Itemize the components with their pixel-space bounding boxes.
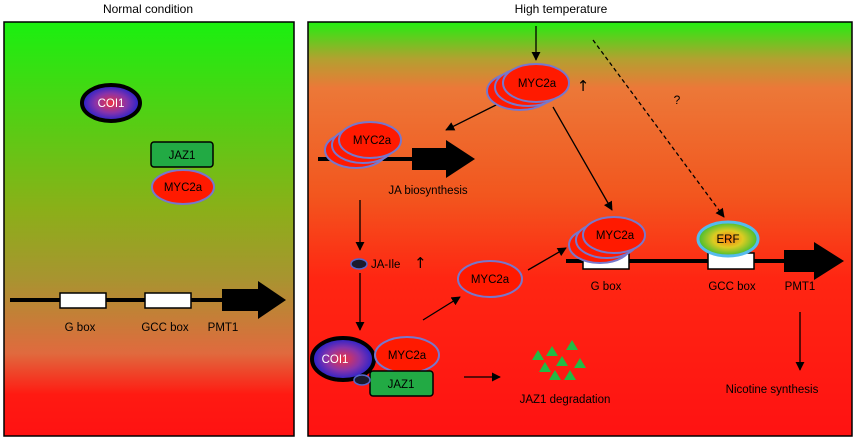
right-pmt1-label: PMT1 — [785, 281, 816, 293]
myc2a-top-label: MYC2a — [518, 78, 557, 90]
left-myc2a-label: MYC2a — [164, 182, 203, 194]
coi1-jaz1-myc2a-complex: COI1 MYC2a JAZ1 — [310, 336, 440, 397]
myc2a-top-stack: MYC2a — [486, 63, 570, 111]
erf-protein: ERF — [696, 220, 760, 258]
jaz1-degradation-label: JAZ1 degradation — [520, 394, 611, 406]
left-coi1-label: COI1 — [98, 98, 125, 110]
erf-label: ERF — [717, 234, 740, 246]
arrow-complex-to-myc2a — [422, 296, 461, 321]
left-pmt1-label: PMT1 — [208, 322, 239, 334]
right-coi1-protein — [310, 336, 376, 382]
myc2a-top-up-arrow: ↑ — [577, 77, 590, 95]
arrow-myc2a-to-gbox — [552, 106, 613, 211]
left-gccbox — [144, 292, 192, 309]
arrow-heat-to-erf-dashed — [592, 39, 725, 218]
jaz1-degradation-fragments — [532, 340, 586, 380]
ja-ile-molecule — [350, 258, 368, 270]
arrow-myc2a-to-gbox-complex — [527, 247, 567, 271]
ja-ile-label: JA-Ile — [371, 259, 400, 271]
right-myc2a-complex-label: MYC2a — [388, 350, 427, 362]
left-jaz1-label: JAZ1 — [169, 150, 196, 162]
left-jaz1-protein: JAZ1 — [150, 141, 214, 168]
myc2a-gbox-label: MYC2a — [596, 230, 635, 242]
ja-ile-up-arrow: ↑ — [414, 254, 427, 272]
nicotine-synthesis-label: Nicotine synthesis — [726, 384, 819, 396]
myc2a-ja-label: MYC2a — [353, 135, 392, 147]
myc2a-mid-protein: MYC2a — [457, 260, 523, 298]
left-coi1-protein: COI1 — [80, 83, 142, 123]
right-jaz1-protein — [369, 370, 434, 397]
left-gbox — [59, 292, 107, 309]
myc2a-mid-label: MYC2a — [471, 274, 510, 286]
ja-biosynthesis-label: JA biosynthesis — [388, 185, 468, 197]
left-dna-strand — [10, 281, 286, 319]
myc2a-ja-stack: MYC2a — [324, 121, 402, 169]
right-gbox-label: G box — [591, 281, 622, 293]
right-coi1-label: COI1 — [322, 354, 349, 366]
right-gccbox-label: GCC box — [708, 281, 756, 293]
complex-ja-ile-molecule — [353, 374, 371, 386]
left-gbox-label: G box — [65, 322, 96, 334]
right-panel-title: High temperature — [515, 2, 608, 16]
left-panel-title: Normal condition — [103, 2, 193, 16]
left-panel-background — [3, 21, 295, 437]
left-gccbox-label: GCC box — [141, 322, 189, 334]
myc2a-gbox-stack: MYC2a — [568, 216, 646, 264]
left-myc2a-protein: MYC2a — [151, 169, 215, 205]
right-arrows — [355, 26, 805, 382]
question-mark: ? — [674, 93, 681, 107]
arrow-myc2a-to-ja-promoter — [445, 102, 501, 131]
right-jaz1-label: JAZ1 — [388, 379, 415, 391]
